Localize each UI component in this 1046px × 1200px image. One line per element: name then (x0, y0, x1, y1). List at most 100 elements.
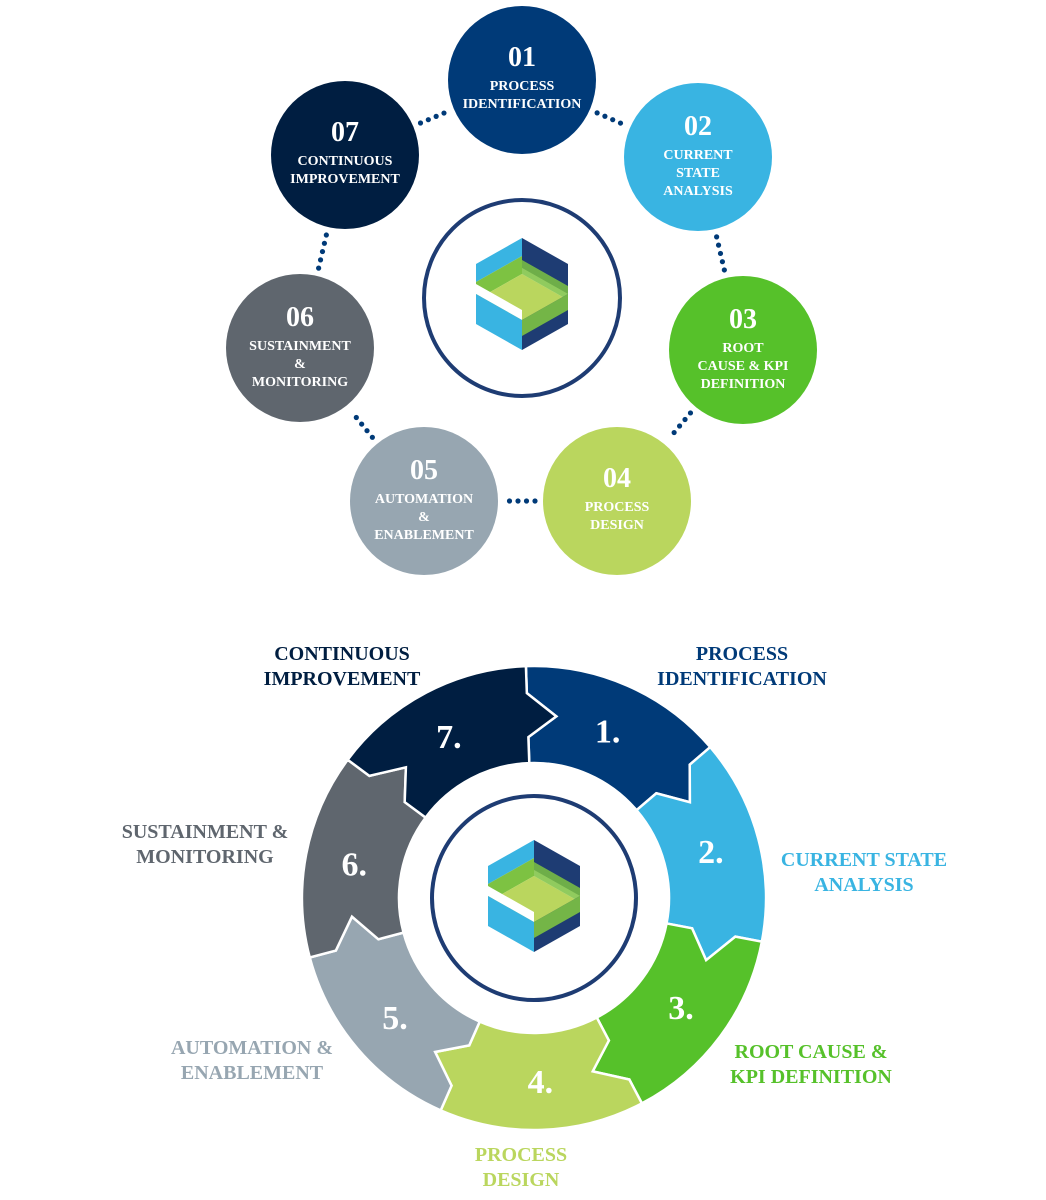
step-label-line: & (418, 510, 430, 525)
connector-dot (719, 259, 726, 265)
segment-number: 2. (698, 834, 724, 871)
step-label-line: DESIGN (590, 518, 644, 533)
step-label-line: ENABLEMENT (374, 528, 474, 543)
connector-dot (682, 416, 688, 423)
segment-label-line: IMPROVEMENT (264, 668, 421, 690)
connector-dot (602, 113, 608, 119)
segment-label-line: CONTINUOUS (274, 643, 410, 665)
wheel-segment-3: 3. ROOT CAUSE & KPI DEFINITION (590, 921, 892, 1106)
connector-dot (717, 250, 724, 257)
connector-dot (319, 248, 326, 255)
connector-dot (353, 414, 359, 421)
segment-label-line: MONITORING (136, 846, 274, 868)
step-label-line: ANALYSIS (663, 184, 733, 199)
step-circle (448, 6, 596, 154)
segment-label-line: SUSTAINMENT & (122, 821, 289, 843)
step-circle (350, 427, 498, 575)
connector-dot (671, 429, 677, 436)
s-hexagon-logo-icon (488, 840, 580, 952)
step-label-line: PROCESS (490, 79, 555, 94)
step-number: 03 (729, 304, 757, 335)
step-number: 05 (410, 455, 438, 486)
step-label-line: PROCESS (585, 500, 650, 515)
segment-number: 7. (436, 719, 462, 756)
segment-label-line: CURRENT STATE (781, 849, 947, 871)
step-label-line: CURRENT (663, 148, 733, 163)
step-number: 04 (603, 463, 631, 494)
segment-number: 6. (342, 847, 368, 884)
segment-label-line: PROCESS (696, 643, 788, 665)
connector-dot (515, 498, 521, 504)
connector-dot (532, 498, 538, 504)
step-number: 06 (286, 302, 314, 333)
step-label-line: MONITORING (252, 375, 348, 390)
connector-dot (594, 110, 600, 116)
segment-label-line: KPI DEFINITION (730, 1066, 892, 1088)
segment-label-line: PROCESS (475, 1144, 567, 1166)
connector-dot (369, 434, 375, 440)
connector-dot (441, 110, 447, 116)
step-number: 02 (684, 111, 712, 142)
step-label-line: STATE (676, 166, 720, 181)
step-label-line: SUSTAINMENT (249, 339, 351, 354)
segment-label-line: ROOT CAUSE & (735, 1041, 888, 1063)
segment-label-line: DESIGN (483, 1169, 560, 1191)
step-circle (669, 276, 817, 424)
connector-dot (687, 410, 694, 416)
step-label-line: AUTOMATION (375, 492, 473, 507)
step-label-line: IMPROVEMENT (290, 172, 400, 187)
connector-dot (417, 120, 424, 126)
s-hexagon-logo-icon (476, 238, 568, 350)
connector-dot (316, 265, 322, 271)
wheel-segment-2: 2. CURRENT STATE ANALYSIS (634, 745, 947, 963)
connector-dot (676, 423, 683, 429)
connector-dot (610, 117, 616, 123)
step-circle (271, 81, 419, 229)
wheel-segment-4: 4. PROCESS DESIGN (433, 1015, 644, 1191)
segment-shape (345, 664, 559, 820)
step-label-line: IDENTIFICATION (463, 97, 582, 112)
connector-dot (317, 257, 324, 263)
step-number: 07 (331, 117, 359, 148)
step-label-line: DEFINITION (701, 377, 786, 392)
step-circle (624, 83, 772, 231)
connector-dot (617, 120, 624, 126)
step-number: 01 (508, 42, 536, 73)
segment-number: 5. (382, 1000, 408, 1037)
connector-dot (323, 232, 329, 238)
segment-number: 3. (668, 990, 694, 1027)
step-label-line: CONTINUOUS (298, 154, 393, 169)
segment-label-line: ENABLEMENT (181, 1062, 324, 1084)
segment-number: 1. (595, 713, 621, 750)
connector-dot (321, 240, 328, 246)
segment-label-line: ANALYSIS (814, 874, 913, 896)
connector-dots (316, 110, 727, 504)
segment-label-line: AUTOMATION & (171, 1037, 333, 1059)
step-label-line: ROOT (722, 341, 764, 356)
step-circle (543, 427, 691, 575)
connector-dot (433, 113, 439, 119)
connector-dot (364, 428, 370, 434)
wheel-segment-6: 6. SUSTAINMENT & MONITORING (122, 758, 428, 960)
wheel-segment-5: 5. AUTOMATION & ENABLEMENT (171, 914, 482, 1113)
connector-dot (425, 117, 431, 123)
step-label-line: CAUSE & KPI (697, 359, 788, 374)
step-circle (226, 274, 374, 422)
connector-dot (523, 498, 530, 504)
connector-dot (506, 498, 513, 504)
connector-dot (721, 267, 727, 273)
wheel-segment-7: 7. CONTINUOUS IMPROVEMENT (264, 643, 559, 820)
segment-number: 4. (528, 1064, 554, 1101)
connector-dot (714, 234, 720, 240)
connector-dot (715, 242, 722, 248)
